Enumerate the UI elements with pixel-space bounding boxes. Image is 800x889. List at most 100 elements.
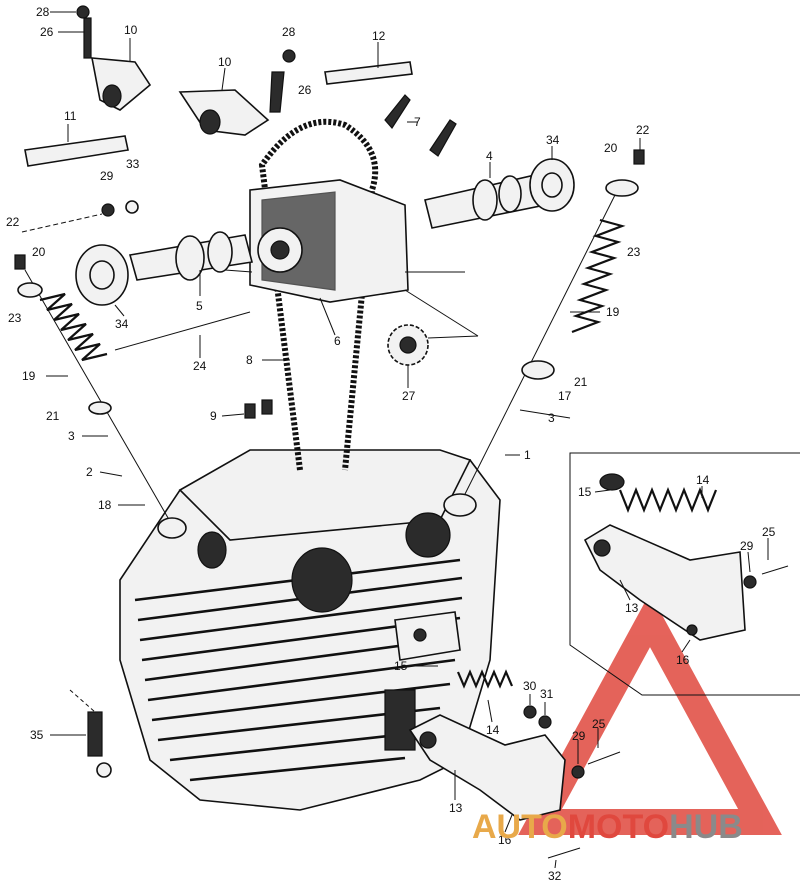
callout-label: 34 [115, 317, 129, 331]
watermark-logo [518, 592, 782, 835]
callout-label: 20 [604, 141, 618, 155]
watermark-auto: AUTO [472, 808, 568, 846]
bearing-right [529, 158, 575, 212]
chain-joint [244, 399, 273, 419]
callout-label: 2 [86, 465, 93, 479]
camshaft-left [128, 231, 253, 281]
callout-label: 10 [218, 55, 232, 69]
tensioner-spring-lower [456, 669, 514, 689]
bolt-25-inset [761, 565, 789, 575]
watermark-hub: HUB [669, 808, 743, 846]
callout-label: 17 [558, 389, 572, 403]
callout-label: 16 [498, 833, 512, 847]
callout-label: 21 [574, 375, 588, 389]
callout-label: 11 [64, 109, 77, 123]
callout-labels: 28 26 10 10 28 26 12 7 11 29 33 4 34 22 … [6, 5, 776, 883]
callout-label: 23 [8, 311, 22, 325]
callout-label: 23 [627, 245, 641, 259]
tensioner-arm-inset [583, 524, 746, 641]
long-stud-24 [114, 311, 251, 351]
callout-label: 24 [193, 359, 207, 373]
callout-label: 31 [540, 687, 554, 701]
callout-label: 14 [486, 723, 500, 737]
watermark-moto: MOTO [568, 808, 669, 846]
nut-29 [101, 203, 115, 217]
callout-label: 32 [548, 869, 562, 883]
callout-label: 1 [524, 448, 531, 462]
callout-label: 28 [36, 5, 50, 19]
callout-label: 22 [6, 215, 20, 229]
cotter-22-right [633, 149, 645, 165]
callout-label: 30 [523, 679, 537, 693]
tensioner-spring-inset [599, 473, 718, 513]
callout-label: 22 [636, 123, 650, 137]
callout-label: 33 [126, 157, 140, 171]
spark-plug [87, 711, 112, 778]
callout-label: 15 [394, 659, 408, 673]
callout-label: 19 [606, 305, 620, 319]
cam-sprocket [387, 324, 429, 366]
cylinder-head [119, 449, 501, 811]
callout-label: 13 [625, 601, 639, 615]
callout-label: 19 [22, 369, 36, 383]
leader-lines [21, 11, 769, 869]
callout-label: 4 [486, 149, 493, 163]
washer-29-lower [571, 765, 585, 779]
callout-label: 35 [30, 728, 44, 742]
callout-label: 12 [372, 29, 386, 43]
watermark-text: AUTOMOTOHUB [472, 808, 743, 846]
bolt-32 [547, 847, 581, 859]
cam-chain [258, 118, 379, 471]
callout-label: 7 [414, 115, 421, 129]
callout-label: 14 [696, 473, 710, 487]
callout-label: 25 [762, 525, 776, 539]
callout-label: 18 [98, 498, 112, 512]
callout-label: 29 [740, 539, 754, 553]
adjusting-screws-7 [384, 94, 457, 157]
callout-label: 13 [449, 801, 463, 815]
valve-spring-left [39, 292, 108, 362]
callout-label: 27 [402, 389, 416, 403]
inset-frame [569, 452, 800, 696]
callout-label: 28 [282, 25, 296, 39]
rocker-arm-left [91, 57, 152, 111]
callout-label: 29 [100, 169, 114, 183]
callout-label: 21 [46, 409, 60, 423]
callout-label: 10 [124, 23, 138, 37]
cam-holder [249, 179, 409, 303]
callout-label: 25 [592, 717, 606, 731]
callout-label: 15 [578, 485, 592, 499]
callout-label: 9 [210, 409, 217, 423]
adjusting-screw-26-right [269, 71, 285, 113]
callout-label: 29 [572, 729, 586, 743]
rocker-arm-right [178, 89, 270, 136]
nut-28-right [282, 49, 296, 63]
callout-label: 34 [546, 133, 560, 147]
callout-label: 26 [298, 83, 312, 97]
callout-label: 5 [196, 299, 203, 313]
washer-29-inset [743, 575, 757, 589]
rocker-shaft-12 [324, 61, 413, 85]
adjusting-screw-26-left [83, 17, 92, 59]
callout-label: 3 [68, 429, 75, 443]
callout-label: 3 [548, 411, 555, 425]
callout-label: 8 [246, 353, 253, 367]
nut-28-left [76, 5, 90, 19]
bolt-25-lower [587, 751, 621, 765]
cotter-22-left [14, 254, 26, 270]
rocker-shaft-11 [24, 135, 129, 167]
svg-text:AUTOMOTOHUB: AUTOMOTOHUB [472, 808, 743, 846]
valve-retainer-left [17, 282, 112, 415]
camshaft-right [424, 174, 547, 229]
washer-33 [125, 200, 139, 214]
callout-label: 26 [40, 25, 54, 39]
callout-label: 6 [334, 334, 341, 348]
valve-retainer-right [521, 179, 639, 380]
valve-spring-right [571, 218, 626, 334]
callout-label: 16 [676, 653, 690, 667]
callout-label: 20 [32, 245, 46, 259]
valve-right [443, 194, 616, 517]
nut-31 [538, 715, 552, 729]
nut-30 [523, 705, 537, 719]
